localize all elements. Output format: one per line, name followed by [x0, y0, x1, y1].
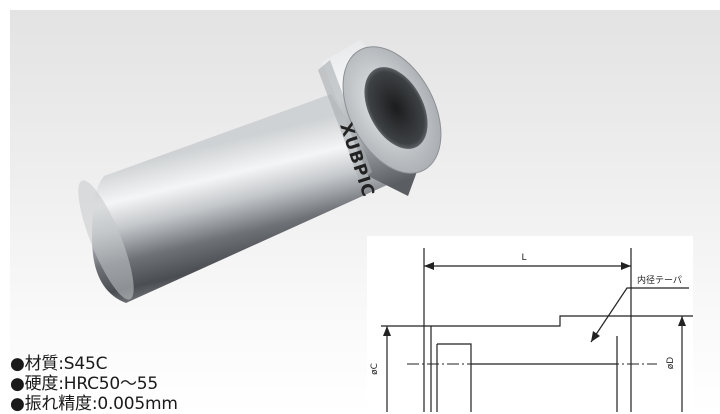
spec-list: ●材質:S45C ●硬度:HRC50～55 ●振れ精度:0.005mm — [10, 354, 178, 414]
spec-material: ●材質:S45C — [10, 354, 108, 374]
dimension-label-l: L — [521, 253, 526, 263]
dimension-label-d: øD — [666, 357, 676, 370]
spec-runout: ●振れ精度:0.005mm — [10, 394, 178, 414]
inner-taper-label: 内径テーパ — [637, 274, 682, 286]
spec-hardness: ●硬度:HRC50～55 — [10, 374, 159, 394]
dimension-label-c: øC — [370, 363, 380, 375]
dimension-drawing: L 内径テーパ øC øD — [367, 236, 693, 414]
